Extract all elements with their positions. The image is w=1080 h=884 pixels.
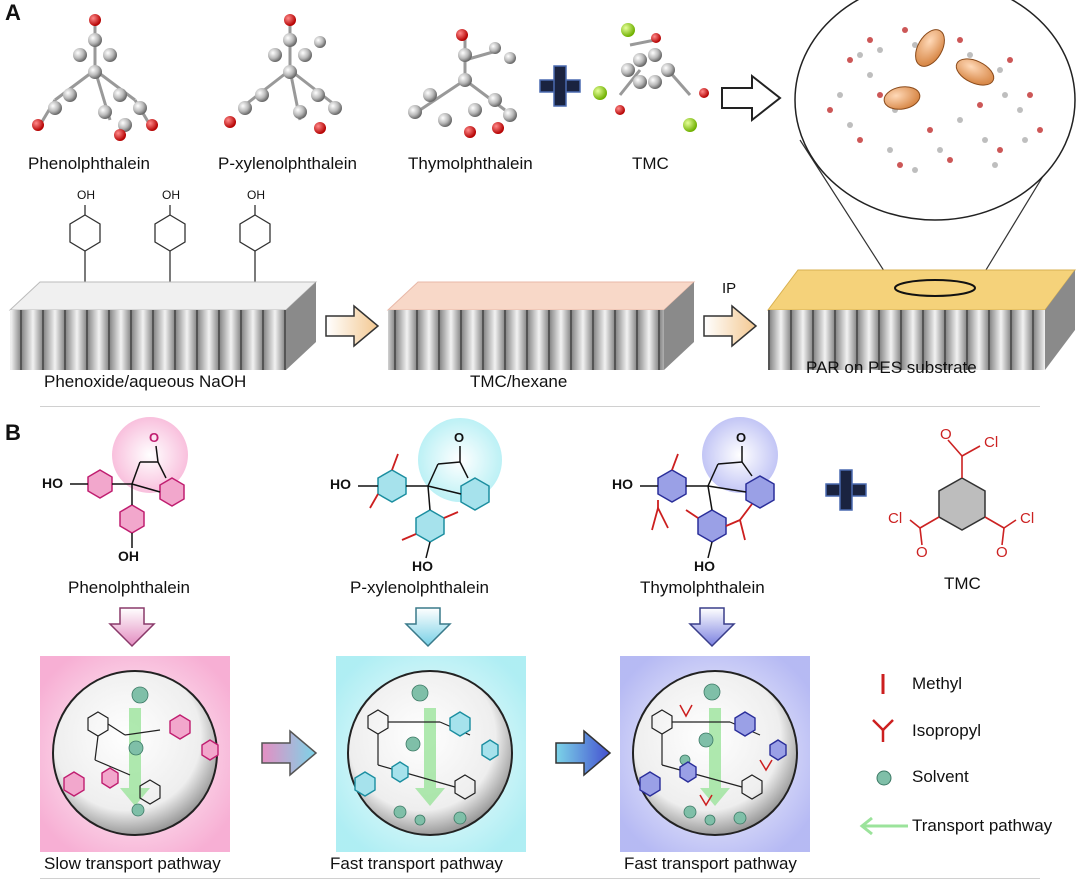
membrane-slab-2 (386, 281, 696, 370)
b-thymol-ho2: HO (694, 558, 715, 574)
b-tmc-o1: O (940, 426, 952, 443)
thymolphthalein-structure (640, 417, 778, 559)
b-xylenol-ho: HO (330, 476, 351, 492)
sphere-fast-1 (347, 670, 513, 836)
phenolphthalein-3d-model (32, 14, 158, 141)
b-label-phenolphthalein: Phenolphthalein (68, 578, 190, 597)
a-label-tmc: TMC (632, 154, 669, 173)
zoom-circle (794, 0, 1076, 289)
panel-b-label: B (5, 420, 21, 445)
arrow-to-zoom (721, 73, 782, 123)
pathway-label-fast-2: Fast transport pathway (624, 854, 797, 873)
bottom-divider (40, 878, 1040, 879)
down-arrow-thymol (688, 607, 736, 648)
step-label-2: TMC/hexane (470, 372, 568, 391)
plus-icon-a (539, 65, 581, 107)
membrane-slab-1 (8, 281, 318, 370)
plus-icon-b (825, 469, 867, 511)
b-tmc-o2: O (916, 544, 928, 561)
thymolphthalein-3d-model (408, 29, 517, 138)
arrow-slow-to-fast (261, 729, 318, 777)
b-label-tmc: TMC (944, 574, 981, 593)
b-phenol-ho: HO (42, 475, 63, 491)
membrane-slab-3 (767, 269, 1076, 370)
panel-divider (40, 406, 1040, 407)
b-tmc-cl1: Cl (984, 434, 999, 451)
b-label-thymolphthalein: Thymolphthalein (640, 578, 765, 597)
ip-label: IP (722, 280, 737, 297)
oh-label-3: OH (247, 188, 265, 202)
pathway-label-slow: Slow transport pathway (44, 854, 221, 873)
oh-label-1: OH (77, 188, 95, 202)
p-xylenolphthalein-3d-model (224, 14, 342, 134)
tmc-structure (909, 439, 1017, 546)
b-label-p-xylenolphthalein: P-xylenolphthalein (350, 578, 489, 597)
b-tmc-cl3: Cl (1020, 510, 1035, 527)
p-xylenolphthalein-structure (358, 418, 502, 559)
pathway-label-fast-1: Fast transport pathway (330, 854, 503, 873)
a-label-p-xylenolphthalein: P-xylenolphthalein (218, 154, 357, 173)
legend-methyl: Methyl (912, 674, 963, 693)
b-thymol-ho: HO (612, 476, 633, 492)
a-label-phenolphthalein: Phenolphthalein (28, 154, 150, 173)
down-arrow-phenol (108, 607, 156, 648)
legend-isopropyl: Isopropyl (912, 721, 981, 740)
process-arrow-1 (325, 304, 380, 348)
b-phenol-o: O (149, 430, 160, 445)
legend-solvent: Solvent (912, 767, 969, 786)
b-phenol-oh: OH (118, 548, 139, 564)
b-xylenol-ho2: HO (412, 558, 433, 574)
tmc-3d-model (593, 23, 709, 132)
b-xylenol-o: O (454, 430, 465, 445)
legend-transport-pathway: Transport pathway (912, 816, 1053, 835)
down-arrow-xylenol (404, 607, 452, 648)
oh-label-2: OH (162, 188, 180, 202)
b-thymol-o: O (736, 430, 747, 445)
panel-a-label: A (5, 0, 21, 25)
isopropyl-icon (872, 719, 894, 742)
sphere-slow (52, 670, 219, 836)
step-label-3: PAR on PES substrate (806, 358, 977, 377)
step-label-1: Phenoxide/aqueous NaOH (44, 372, 247, 391)
a-label-thymolphthalein: Thymolphthalein (408, 154, 533, 173)
b-tmc-o3: O (996, 544, 1008, 561)
b-tmc-cl2: Cl (888, 510, 903, 527)
phenolphthalein-structure (70, 417, 188, 548)
sphere-fast-2 (632, 670, 798, 836)
transport-pathway-icon (859, 816, 908, 836)
arrow-fast-to-fast (555, 729, 612, 777)
process-arrow-2 (703, 304, 758, 348)
solvent-icon (876, 770, 892, 786)
